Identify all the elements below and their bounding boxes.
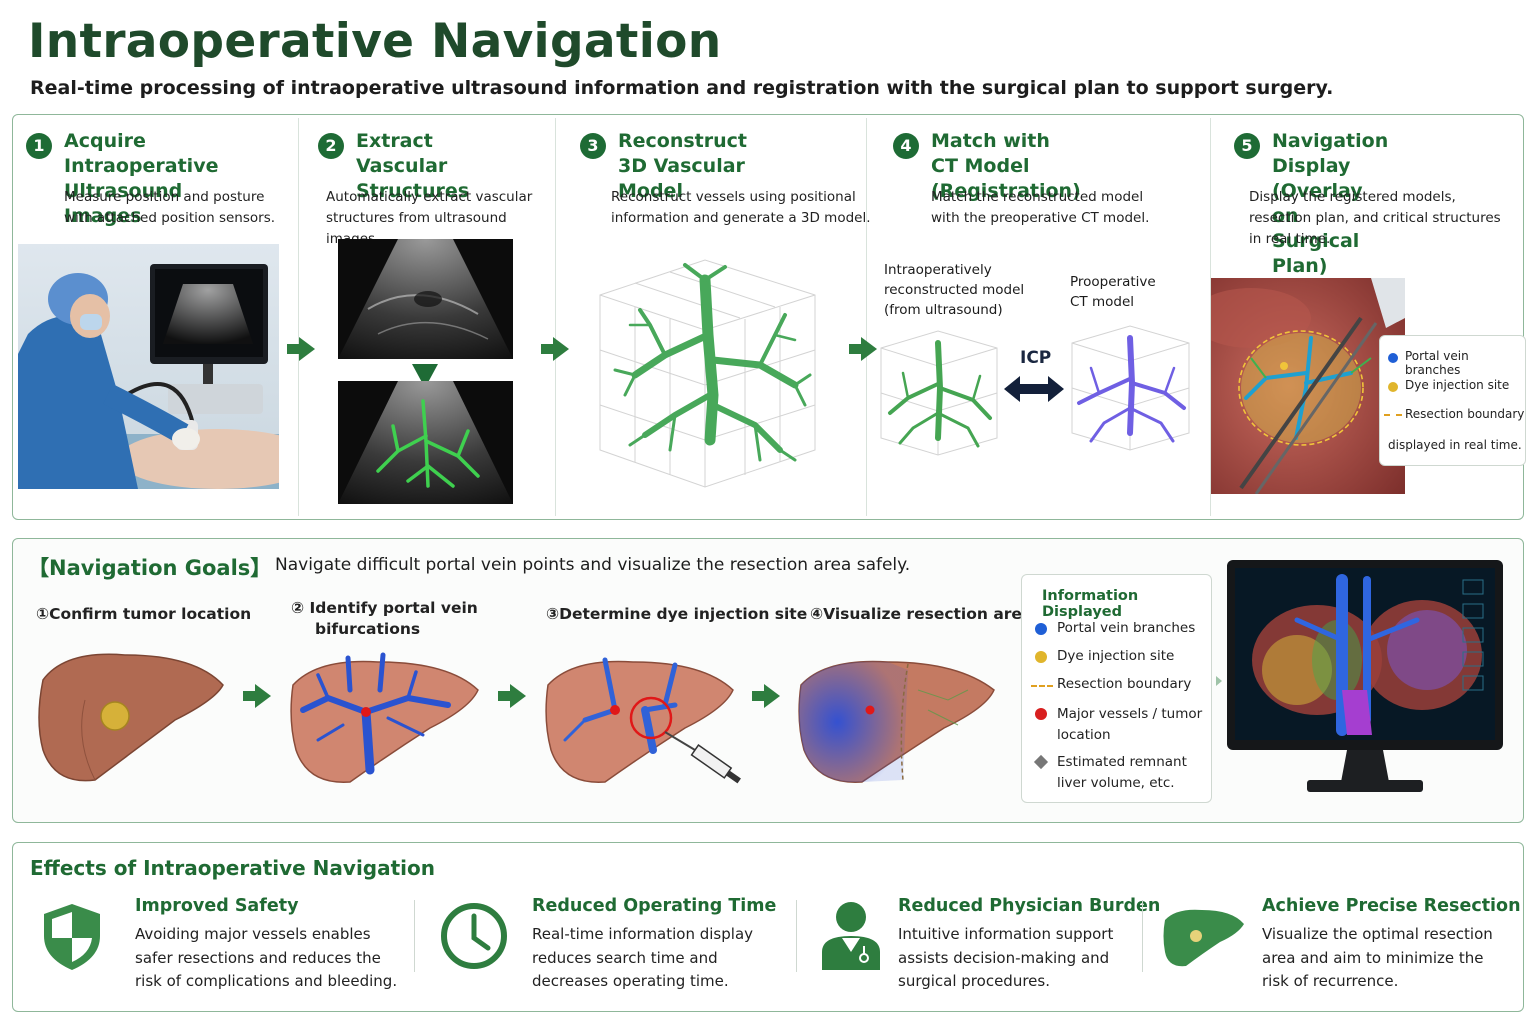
legend-item: Dye injection site <box>1405 378 1510 392</box>
effects-divider <box>1142 900 1143 972</box>
step-number: 4 <box>893 133 919 159</box>
info-item: Portal vein branches <box>1057 620 1196 636</box>
overlay-legend: Portal vein branches Dye injection site … <box>1379 335 1526 466</box>
liver-dye-injection-illustration <box>545 650 750 785</box>
icp-label: ICP <box>1020 348 1052 368</box>
goals-heading: 【Navigation Goals】 <box>28 556 272 580</box>
gray-diamond-icon <box>1033 754 1049 770</box>
ct-model-image <box>1069 323 1192 453</box>
page-subtitle: Real-time processing of intraoperative u… <box>30 77 1334 99</box>
effects-panel <box>12 842 1524 1012</box>
legend-item: Resection boundary <box>1405 407 1525 421</box>
step-number: 5 <box>1234 133 1260 159</box>
ultrasound-scene-image <box>18 244 279 489</box>
step-title: Navigation Display(Overlay on Surgical P… <box>1272 130 1389 277</box>
column-divider <box>866 118 867 516</box>
step-title: Match with CT Model(Registration) <box>931 130 1081 202</box>
effects-title: Effects of Intraoperative Navigation <box>30 856 436 880</box>
bidirectional-arrow-icon <box>1004 376 1064 402</box>
clock-icon <box>440 902 508 970</box>
blue-dot-icon <box>1035 623 1047 635</box>
ultrasound-raw-image <box>338 239 513 359</box>
liver-resection-area-illustration <box>798 650 998 785</box>
step-description: Display the registered models,resection … <box>1249 189 1501 247</box>
physician-icon <box>820 900 882 970</box>
info-title: Information Displayed <box>1042 588 1139 620</box>
effects-divider <box>796 900 797 972</box>
liver-portal-vein-illustration <box>288 650 480 785</box>
step-number: 2 <box>318 133 344 159</box>
legend-item: displayed in real time. <box>1388 438 1522 452</box>
liver-tumor-illustration <box>35 640 225 785</box>
effect-title: Reduced Operating Time <box>532 896 777 916</box>
effect-title: Achieve Precise Resection <box>1262 896 1521 916</box>
yellow-dot-icon <box>1388 382 1398 392</box>
goal-3-title: ③Determine dye injection site <box>546 605 808 623</box>
goal-4-title: ④Visualize resection area <box>810 605 1033 623</box>
ultrasound-extracted-image <box>338 381 513 504</box>
navigation-monitor-image <box>1227 560 1503 800</box>
dashed-line-icon <box>1031 685 1053 687</box>
effect-title: Improved Safety <box>135 896 299 916</box>
legend-item: Portal vein branches <box>1405 349 1469 377</box>
liver-icon <box>1162 906 1246 968</box>
dashed-line-icon <box>1384 414 1402 416</box>
yellow-dot-icon <box>1035 651 1047 663</box>
column-divider <box>298 118 299 516</box>
effect-title: Reduced Physician Burden <box>898 896 1161 916</box>
effects-divider <box>414 900 415 972</box>
goals-summary: Navigate difficult portal vein points an… <box>275 555 911 575</box>
blue-dot-icon <box>1388 353 1398 363</box>
3d-vascular-model <box>595 255 820 490</box>
column-divider <box>555 118 556 516</box>
intraoperative-model-image <box>878 328 1000 458</box>
small-arrow-icon <box>1216 676 1222 686</box>
information-displayed-box: Information Displayed Portal vein branch… <box>1021 574 1212 803</box>
shield-icon <box>40 902 104 972</box>
red-dot-icon <box>1035 708 1047 720</box>
page-title: Intraoperative Navigation <box>28 14 722 69</box>
surgical-overlay-image <box>1211 278 1405 494</box>
step-number: 1 <box>26 133 52 159</box>
info-item: Dye injection site <box>1057 648 1175 664</box>
goal-1-title: ①Confirm tumor location <box>36 605 252 623</box>
step-number: 3 <box>580 133 606 159</box>
info-item: Resection boundary <box>1057 676 1192 692</box>
